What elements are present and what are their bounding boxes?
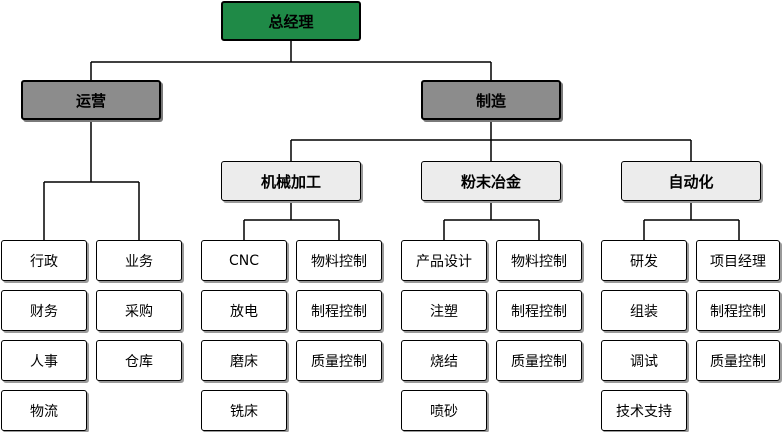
leaf-debugging: 调试 — [601, 340, 687, 381]
leaf-purchasing: 采购 — [96, 290, 182, 331]
leaf-hr: 人事 — [1, 340, 87, 381]
leaf-business: 业务 — [96, 240, 182, 281]
leaf-technical-support: 技术支持 — [601, 390, 687, 431]
leaf-administration: 行政 — [1, 240, 87, 281]
leaf-quality-control: 质量控制 — [696, 340, 780, 381]
node-manufacturing: 制造 — [421, 80, 561, 120]
leaf-process-control: 制程控制 — [496, 290, 582, 331]
node-general-manager: 总经理 — [221, 1, 361, 41]
leaf-material-control: 物料控制 — [496, 240, 582, 281]
leaf-grinding: 磨床 — [201, 340, 287, 381]
leaf-milling: 铣床 — [201, 390, 287, 431]
node-operations: 运营 — [21, 80, 161, 120]
leaf-process-control: 制程控制 — [696, 290, 780, 331]
node-machining: 机械加工 — [221, 161, 361, 201]
leaf-material-control: 物料控制 — [296, 240, 382, 281]
leaf-rnd: 研发 — [601, 240, 687, 281]
leaf-warehouse: 仓库 — [96, 340, 182, 381]
node-powder-metallurgy: 粉末冶金 — [421, 161, 561, 201]
leaf-cnc: CNC — [201, 240, 287, 281]
leaf-logistics: 物流 — [1, 390, 87, 431]
leaf-quality-control: 质量控制 — [296, 340, 382, 381]
leaf-quality-control: 质量控制 — [496, 340, 582, 381]
leaf-sandblasting: 喷砂 — [401, 390, 487, 431]
leaf-product-design: 产品设计 — [401, 240, 487, 281]
leaf-edm: 放电 — [201, 290, 287, 331]
leaf-injection-molding: 注塑 — [401, 290, 487, 331]
leaf-project-manager: 项目经理 — [696, 240, 780, 281]
leaf-process-control: 制程控制 — [296, 290, 382, 331]
node-automation: 自动化 — [621, 161, 761, 201]
leaf-sintering: 烧结 — [401, 340, 487, 381]
leaf-finance: 财务 — [1, 290, 87, 331]
leaf-assembly: 组装 — [601, 290, 687, 331]
